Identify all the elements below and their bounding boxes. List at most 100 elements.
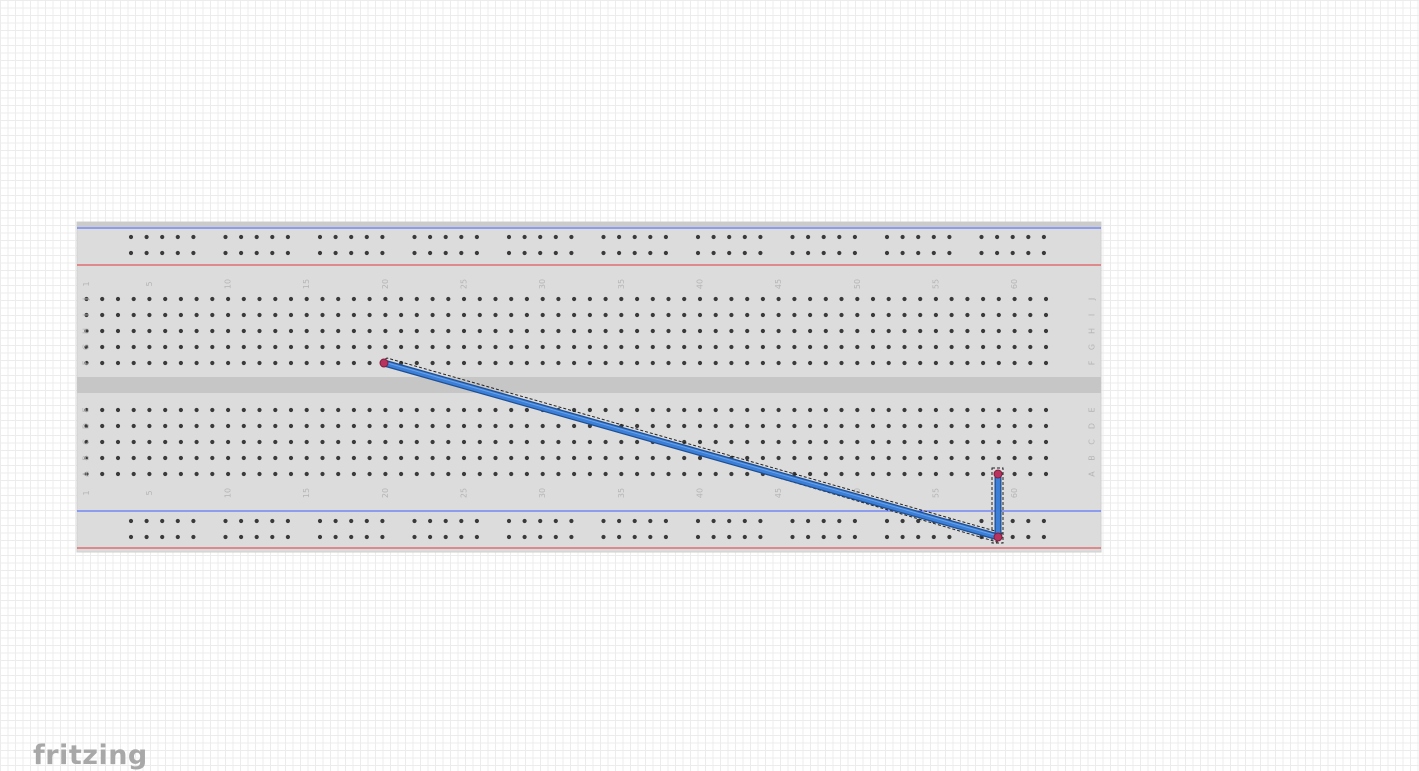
hole-C12[interactable]	[257, 439, 262, 445]
hole-B56[interactable]	[949, 455, 954, 461]
hole-B60[interactable]	[1012, 455, 1017, 461]
hole-I33[interactable]	[587, 312, 593, 318]
hole-F46[interactable]	[792, 360, 797, 366]
hole-C28[interactable]	[509, 439, 514, 445]
hole-F11[interactable]	[241, 360, 246, 366]
hole-D19[interactable]	[367, 423, 372, 429]
hole-G51[interactable]	[870, 344, 876, 350]
bottom-rail-a-hole-5[interactable]	[191, 518, 196, 524]
bottom-rail-b-hole-41[interactable]	[884, 534, 890, 540]
hole-H39[interactable]	[682, 328, 687, 334]
hole-D1[interactable]	[84, 423, 89, 429]
hole-F60[interactable]	[1012, 360, 1017, 366]
top-rail-a-hole-29[interactable]	[648, 234, 653, 240]
top-rail-a-hole-18[interactable]	[443, 234, 448, 240]
hole-F33[interactable]	[587, 360, 593, 366]
hole-F4[interactable]	[131, 360, 136, 366]
hole-C21[interactable]	[399, 439, 404, 445]
hole-A43[interactable]	[745, 471, 750, 477]
hole-A60[interactable]	[1012, 471, 1017, 477]
hole-H36[interactable]	[635, 328, 640, 334]
top-rail-a-hole-37[interactable]	[806, 234, 811, 240]
hole-I36[interactable]	[635, 312, 640, 318]
hole-E11[interactable]	[241, 407, 246, 413]
bottom-rail-a-hole-25[interactable]	[569, 518, 574, 524]
hole-D61[interactable]	[1028, 423, 1033, 429]
top-rail-b-hole-46[interactable]	[979, 250, 984, 256]
top-rail-a-hole-19[interactable]	[459, 234, 464, 240]
hole-D7[interactable]	[178, 423, 183, 429]
hole-I8[interactable]	[194, 312, 199, 318]
hole-J31[interactable]	[556, 296, 561, 302]
hole-B27[interactable]	[493, 455, 498, 461]
hole-J19[interactable]	[367, 296, 372, 302]
hole-A53[interactable]	[902, 471, 907, 477]
hole-F17[interactable]	[336, 360, 341, 366]
hole-H38[interactable]	[666, 328, 671, 334]
hole-F25[interactable]	[461, 360, 467, 366]
top-rail-a-hole-43[interactable]	[916, 234, 921, 240]
hole-I50[interactable]	[855, 312, 860, 318]
hole-B55[interactable]	[933, 455, 939, 461]
hole-G23[interactable]	[430, 344, 435, 350]
hole-H53[interactable]	[902, 328, 907, 334]
hole-F54[interactable]	[918, 360, 923, 366]
hole-F22[interactable]	[414, 360, 419, 366]
top-rail-a-hole-47[interactable]	[995, 234, 1000, 240]
hole-G8[interactable]	[194, 344, 199, 350]
hole-I14[interactable]	[288, 312, 294, 318]
hole-B33[interactable]	[587, 455, 593, 461]
hole-D22[interactable]	[414, 423, 419, 429]
hole-G1[interactable]	[84, 344, 89, 350]
bottom-rail-b-hole-29[interactable]	[648, 534, 653, 540]
hole-G4[interactable]	[131, 344, 136, 350]
hole-A14[interactable]	[288, 471, 294, 477]
hole-C57[interactable]	[965, 439, 970, 445]
hole-E41[interactable]	[713, 407, 718, 413]
hole-H54[interactable]	[918, 328, 923, 334]
hole-H50[interactable]	[855, 328, 860, 334]
hole-B28[interactable]	[509, 455, 514, 461]
hole-B5[interactable]	[147, 455, 152, 461]
bottom-rail-b-hole-4[interactable]	[175, 534, 180, 540]
hole-E1[interactable]	[84, 407, 89, 413]
hole-A52[interactable]	[886, 471, 891, 477]
top-rail-a-hole-45[interactable]	[947, 234, 952, 240]
hole-D20[interactable]	[383, 423, 388, 429]
hole-G29[interactable]	[524, 344, 530, 350]
bottom-rail-a-hole-40[interactable]	[852, 518, 858, 524]
hole-C1[interactable]	[84, 439, 89, 445]
hole-J10[interactable]	[226, 296, 231, 302]
top-rail-b-hole-2[interactable]	[144, 250, 149, 256]
hole-B43[interactable]	[745, 455, 750, 461]
hole-H48[interactable]	[823, 328, 828, 334]
hole-B50[interactable]	[855, 455, 860, 461]
hole-I39[interactable]	[682, 312, 687, 318]
hole-A22[interactable]	[414, 471, 419, 477]
hole-J62[interactable]	[1043, 296, 1049, 302]
hole-F47[interactable]	[808, 360, 813, 366]
hole-J48[interactable]	[823, 296, 828, 302]
hole-B24[interactable]	[446, 455, 451, 461]
bottom-rail-b-hole-14[interactable]	[364, 534, 369, 540]
hole-A56[interactable]	[949, 471, 954, 477]
top-rail-b-hole-33[interactable]	[727, 250, 732, 256]
hole-E9[interactable]	[210, 407, 215, 413]
hole-J43[interactable]	[745, 296, 750, 302]
hole-H10[interactable]	[226, 328, 231, 334]
hole-J59[interactable]	[996, 296, 1001, 302]
hole-B51[interactable]	[870, 455, 876, 461]
hole-H4[interactable]	[131, 328, 136, 334]
hole-D60[interactable]	[1012, 423, 1017, 429]
hole-F39[interactable]	[682, 360, 687, 366]
bottom-rail-a-hole-18[interactable]	[443, 518, 448, 524]
hole-B16[interactable]	[320, 455, 325, 461]
hole-B20[interactable]	[383, 455, 388, 461]
top-rail-b-hole-12[interactable]	[333, 250, 338, 256]
hole-H2[interactable]	[100, 328, 105, 334]
hole-E15[interactable]	[304, 407, 309, 413]
hole-A48[interactable]	[823, 471, 828, 477]
hole-E61[interactable]	[1028, 407, 1033, 413]
hole-C24[interactable]	[446, 439, 451, 445]
hole-J15[interactable]	[304, 296, 309, 302]
